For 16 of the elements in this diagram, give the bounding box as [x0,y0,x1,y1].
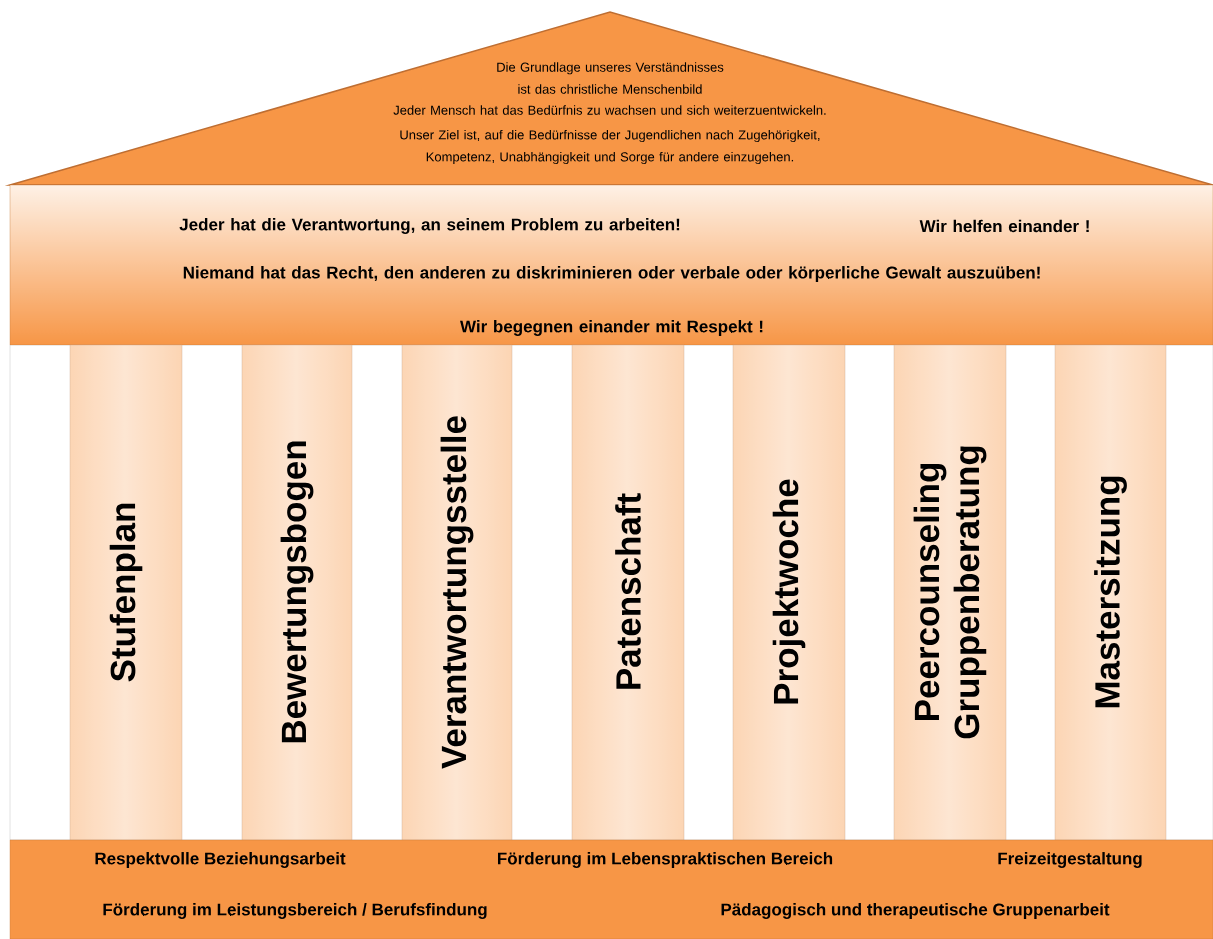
pillar: Bewertungsbogen [241,344,353,841]
pillar: Patenschaft [571,344,685,841]
rule-text: Niemand hat das Recht, den anderen zu diskriminieren oder verbale oder körperliche Gewalt auszuüben! [183,266,1040,282]
foundation-text: Freizeitgestaltung [998,852,1142,868]
rule-text: Wir helfen einander ! [919,219,1089,233]
foundation-text: Förderung im Lebenspraktischen Bereich [498,852,833,868]
pillar: Stufenplan [69,344,183,841]
pillar: Projektwoche [732,344,846,841]
foundation-text: Pädagogisch und therapeutische Gruppenarbeit [721,903,1110,919]
foundation-text: Förderung im Leistungsbereich / Berufsfindung [103,903,487,919]
pillar: Peercounseling Gruppenberatung [893,344,1007,841]
rule-text: Wir begegnen einander mit Respekt ! [460,320,763,336]
pillar: Verantwortungsstelle [401,344,513,841]
foundation-text: Respektvolle Beziehungsarbeit [95,852,346,868]
pillar: Mastersitzung [1054,344,1167,841]
rule-text: Jeder hat die Verantwortung, an seinem Problem zu arbeiten! [179,218,680,234]
